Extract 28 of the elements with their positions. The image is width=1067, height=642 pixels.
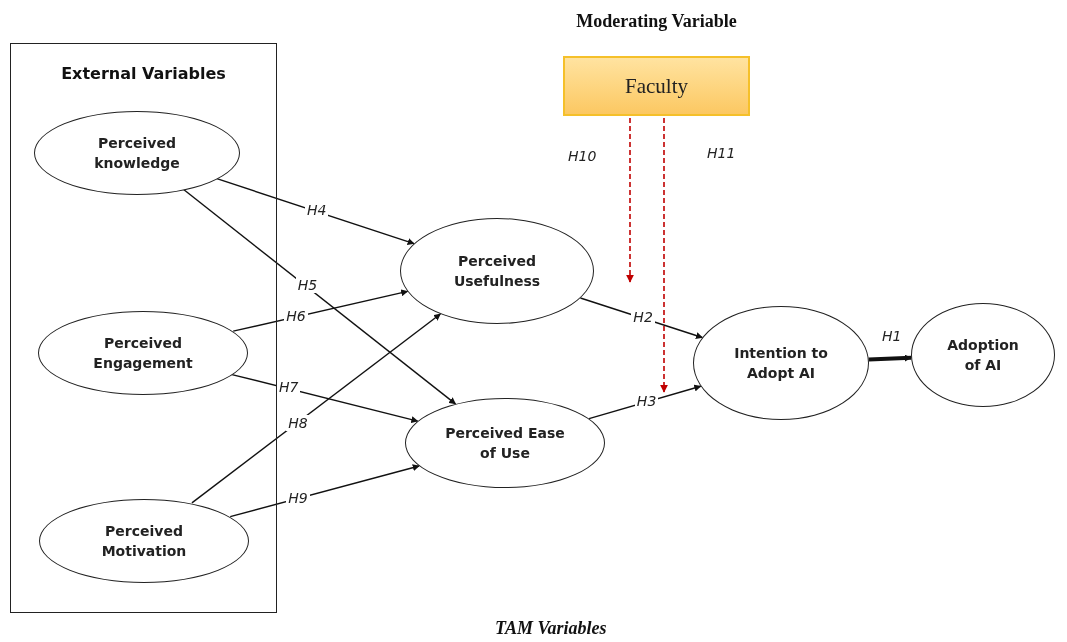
construct-label: Intention to Adopt AI [733, 343, 829, 383]
moderator-box [563, 56, 750, 116]
construct-label: Perceived knowledge [93, 133, 181, 173]
construct-label: Perceived Motivation [100, 521, 188, 561]
construct-label: Perceived Engagement [92, 333, 194, 373]
group-frame [10, 43, 277, 613]
arrow [182, 188, 457, 405]
arrow [230, 373, 419, 423]
edge-label: H5 [295, 276, 320, 293]
arrow [868, 354, 912, 362]
edge-label: H4 [305, 202, 329, 218]
construct-label: Perceived Ease of Use [444, 423, 566, 463]
arrow [229, 464, 420, 518]
edge-label: H7 [276, 379, 301, 396]
moderator-label: Faculty [625, 73, 688, 99]
moderating-arrow [626, 117, 634, 283]
edge-label: H10 [566, 148, 599, 164]
moderator-heading: Moderating Variable [575, 11, 738, 32]
arrow [215, 177, 415, 245]
construct-label: Perceived Usefulness [452, 251, 542, 291]
moderating-arrow [660, 117, 668, 393]
arrow [588, 384, 702, 420]
group-heading: External Variables [61, 64, 226, 83]
arrow [191, 313, 442, 504]
edge-label: H8 [286, 414, 310, 431]
arrow [232, 289, 409, 332]
construct-label: Adoption of AI [946, 335, 1020, 375]
diagram-caption: TAM Variables [495, 618, 607, 639]
